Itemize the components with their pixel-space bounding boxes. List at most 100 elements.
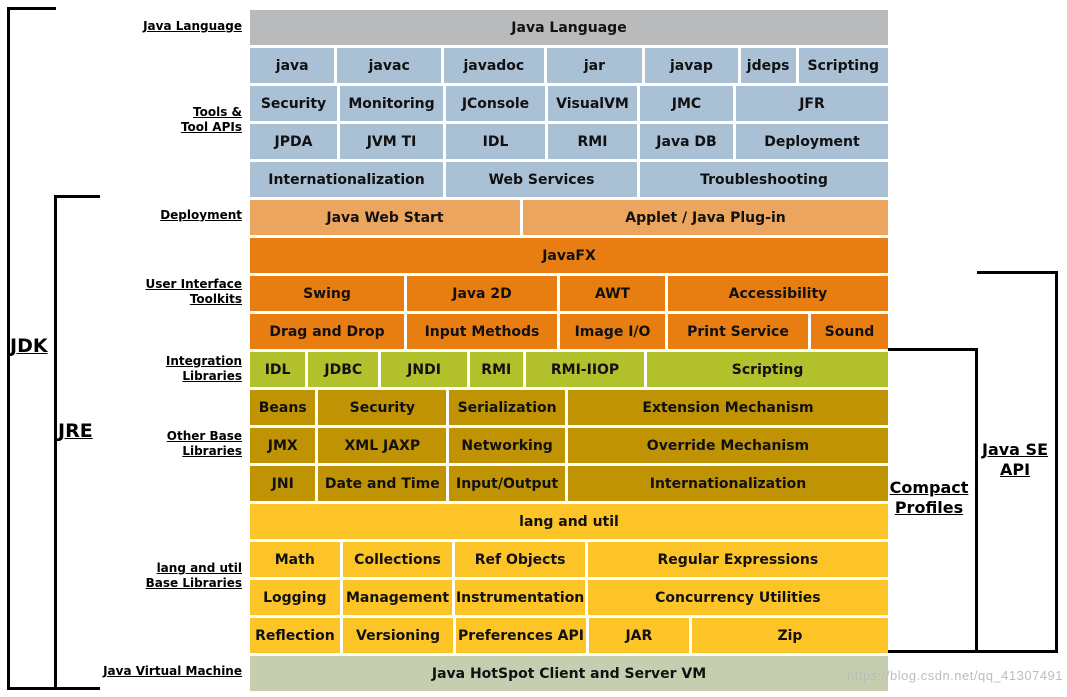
cell-idl: IDL <box>446 124 545 159</box>
cell-jpda: JPDA <box>250 124 337 159</box>
cell-serialization: Serialization <box>449 390 565 425</box>
cell-drag-and-drop: Drag and Drop <box>250 314 404 349</box>
java-se-api-bracket-line-bottom <box>975 650 1058 653</box>
cell-input-output: Input/Output <box>449 466 565 501</box>
cell-jni: JNI <box>250 466 316 501</box>
cell-math: Math <box>250 542 340 577</box>
cell-java-language: Java Language <box>250 10 888 45</box>
grid-row-java-language-header: Java Language <box>250 10 888 45</box>
cell-swing: Swing <box>250 276 404 311</box>
side-label-java-language[interactable]: Java Language <box>143 19 242 33</box>
cell-java-hotspot-client-and-server-vm: Java HotSpot Client and Server VM <box>250 656 888 691</box>
cell-networking: Networking <box>449 428 565 463</box>
cell-security: Security <box>318 390 447 425</box>
cell-accessibility: Accessibility <box>668 276 888 311</box>
cell-instrumentation: Instrumentation <box>455 580 585 615</box>
cell-applet-java-plug-in: Applet / Java Plug-in <box>523 200 888 235</box>
side-label-deployment[interactable]: Deployment <box>160 208 242 222</box>
cell-java-web-start: Java Web Start <box>250 200 520 235</box>
cell-management: Management <box>342 580 453 615</box>
cell-beans: Beans <box>250 390 316 425</box>
cell-jvm-ti: JVM TI <box>340 124 443 159</box>
cell-javafx: JavaFX <box>250 238 888 273</box>
cell-scripting: Scripting <box>798 48 888 83</box>
cell-troubleshooting: Troubleshooting <box>640 162 888 197</box>
cell-jconsole: JConsole <box>446 86 545 121</box>
cell-idl: IDL <box>250 352 306 387</box>
cell-rmi: RMI <box>469 352 523 387</box>
cell-lang-and-util: lang and util <box>250 504 888 539</box>
compact-profiles-bracket-line-top <box>888 348 978 351</box>
cell-security: Security <box>250 86 337 121</box>
cell-internationalization: Internationalization <box>567 466 888 501</box>
cell-javap: javap <box>645 48 738 83</box>
cell-awt: AWT <box>560 276 665 311</box>
cell-concurrency-utilities: Concurrency Utilities <box>587 580 888 615</box>
side-label-tools-and-tool-apis[interactable]: Tools & Tool APIs <box>180 105 242 134</box>
cell-extension-mechanism: Extension Mechanism <box>567 390 888 425</box>
cell-date-and-time: Date and Time <box>318 466 447 501</box>
cell-jfr: JFR <box>736 86 888 121</box>
cell-logging: Logging <box>250 580 340 615</box>
cell-jar: jar <box>546 48 643 83</box>
compact-profiles-label[interactable]: Compact Profiles <box>889 478 969 517</box>
cell-java-db: Java DB <box>640 124 733 159</box>
cell-java: java <box>250 48 335 83</box>
cell-javac: javac <box>337 48 442 83</box>
cell-regular-expressions: Regular Expressions <box>587 542 888 577</box>
java-se-api-label[interactable]: Java SE API <box>982 440 1048 479</box>
cell-visualvm: VisualVM <box>548 86 637 121</box>
side-label-lang-and-util-base-libraries[interactable]: lang and util Base Libraries <box>145 561 242 590</box>
cell-web-services: Web Services <box>446 162 637 197</box>
cell-javadoc: javadoc <box>444 48 544 83</box>
cell-rmi-iiop: RMI-IIOP <box>525 352 645 387</box>
jdk-bracket-line-vertical <box>7 7 10 690</box>
cell-xml-jaxp: XML JAXP <box>318 428 447 463</box>
grid-row-jvm-row: Java HotSpot Client and Server VM <box>250 656 888 691</box>
cell-java-2d: Java 2D <box>407 276 557 311</box>
side-label-integration-libraries[interactable]: Integration Libraries <box>165 354 242 383</box>
cell-jmx: JMX <box>250 428 316 463</box>
watermark: https://blog.csdn.net/qq_41307491 <box>847 668 1063 683</box>
side-label-java-virtual-machine[interactable]: Java Virtual Machine <box>103 664 242 678</box>
cell-sound: Sound <box>811 314 888 349</box>
java-se-api-bracket-line-vertical <box>1055 271 1058 653</box>
side-label-other-base-libraries[interactable]: Other Base Libraries <box>166 429 242 458</box>
compact-profiles-bracket-line-vertical <box>975 348 978 653</box>
jre-label[interactable]: JRE <box>58 420 93 442</box>
cell-jdeps: jdeps <box>740 48 796 83</box>
cell-deployment: Deployment <box>736 124 888 159</box>
cell-image-i-o: Image I/O <box>560 314 665 349</box>
grid-row-lang-and-util-header: lang and util <box>250 504 888 539</box>
cell-preferences-api: Preferences API <box>456 618 586 653</box>
cell-collections: Collections <box>342 542 453 577</box>
cell-reflection: Reflection <box>250 618 340 653</box>
side-label-user-interface-toolkits[interactable]: User Interface Toolkits <box>145 277 243 306</box>
cell-print-service: Print Service <box>668 314 808 349</box>
jre-bracket-line-top <box>54 195 100 198</box>
cell-jndi: JNDI <box>381 352 467 387</box>
cell-rmi: RMI <box>548 124 637 159</box>
cell-jar: JAR <box>588 618 689 653</box>
compact-profiles-bracket-line-bottom <box>888 650 978 653</box>
cell-versioning: Versioning <box>342 618 454 653</box>
jdk-bracket-line-top <box>7 7 56 10</box>
jdk-label[interactable]: JDK <box>10 335 48 357</box>
java-se-api-bracket-line-top <box>977 271 1058 274</box>
cell-override-mechanism: Override Mechanism <box>567 428 888 463</box>
